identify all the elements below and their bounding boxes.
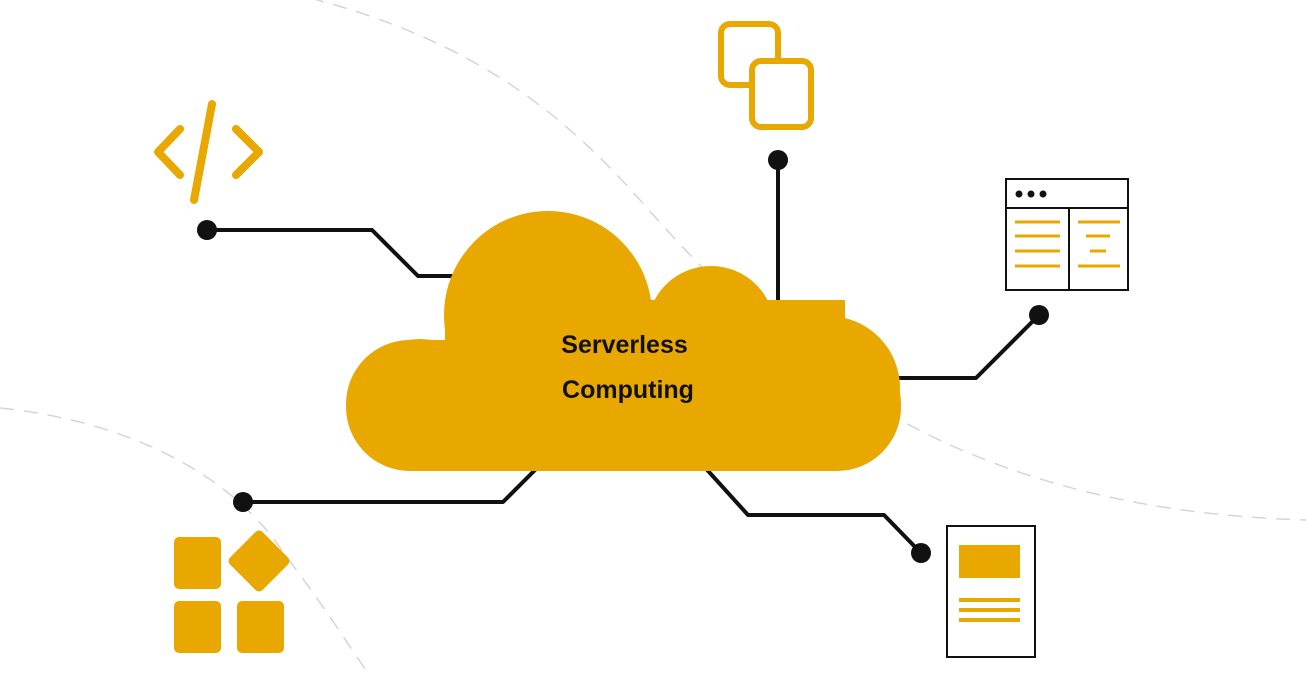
cloud-label-line2: Computing <box>562 376 694 404</box>
cloud-shape <box>346 211 901 471</box>
connector-browser <box>880 313 1041 380</box>
connectors <box>207 160 1041 555</box>
connector-apps <box>243 458 547 504</box>
dashed-curve-top <box>314 0 1306 521</box>
browser-window-icon <box>1005 178 1129 291</box>
connector-document <box>698 460 923 555</box>
dashed-curve-bottom <box>0 407 371 676</box>
dot-code <box>197 220 217 240</box>
document-page-icon <box>946 525 1036 658</box>
dot-browser <box>1029 305 1049 325</box>
cloud-label: Serverless Computing <box>561 331 694 404</box>
code-brackets-icon <box>154 100 263 204</box>
dot-copy <box>768 150 788 170</box>
connector-code <box>207 228 480 278</box>
dot-apps <box>233 492 253 512</box>
copy-squares-icon <box>718 21 814 130</box>
connector-dots <box>197 150 1049 563</box>
app-blocks-icon <box>174 530 290 653</box>
dot-document <box>911 543 931 563</box>
cloud-label-line1: Serverless <box>561 331 688 359</box>
